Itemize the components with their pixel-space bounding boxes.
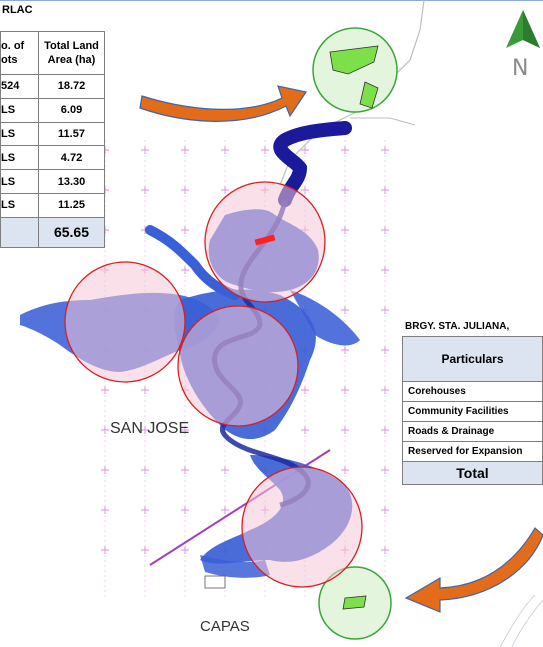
left-col-area-header: Total Land Area (ha)	[38, 31, 105, 75]
topo-line	[499, 594, 536, 647]
particular-label: Community Facilities	[402, 401, 543, 422]
highlight-circle-4	[241, 466, 363, 588]
particular-label: Reserved for Expansion	[402, 441, 543, 462]
row-area: 6.09	[38, 97, 105, 123]
row-area: 13.30	[38, 169, 105, 194]
left-table-row: LS 11.57	[0, 121, 105, 147]
total-lots	[0, 216, 39, 248]
particular-label: Corehouses	[402, 381, 543, 402]
label-san-jose: SAN JOSE	[110, 420, 189, 437]
left-table-row: LS 13.30	[0, 169, 105, 194]
east-arm	[290, 290, 360, 346]
right-table-row: Corehouses	[402, 381, 543, 402]
arrow-bottom	[404, 527, 543, 613]
left-table-row: LS 4.72	[0, 145, 105, 171]
label-capas: CAPAS	[200, 618, 250, 635]
row-area: 4.72	[38, 145, 105, 171]
map-building	[204, 575, 226, 589]
left-land-table: o. of ots Total Land Area (ha) 524 18.72…	[0, 31, 105, 248]
row-lots: LS	[0, 121, 39, 147]
left-table-row: LS 6.09	[0, 97, 105, 123]
left-table-row: 524 18.72	[0, 74, 105, 99]
highlight-circles	[64, 181, 363, 588]
right-col-header: Particulars	[402, 336, 543, 382]
total-area: 65.65	[38, 216, 105, 248]
left-table-title: RLAC	[2, 4, 33, 16]
left-total-row: 65.65	[0, 216, 105, 248]
row-area: 18.72	[38, 74, 105, 99]
right-total-row: Total	[402, 461, 543, 485]
left-table-row: LS 11.25	[0, 192, 105, 218]
compass-letter: N	[512, 56, 528, 81]
row-lots: LS	[0, 192, 39, 218]
highlight-circle-2	[64, 261, 186, 383]
row-lots: LS	[0, 145, 39, 171]
particular-label: Roads & Drainage	[402, 421, 543, 442]
bottom-tail	[200, 555, 270, 578]
top-border-line	[0, 0, 543, 1]
highlight-circle-3	[177, 305, 299, 427]
row-lots: LS	[0, 169, 39, 194]
inset-parcel-top	[329, 45, 379, 75]
inset-parcel-bottom	[342, 595, 367, 610]
right-table-row: Reserved for Expansion	[402, 441, 543, 462]
row-lots: LS	[0, 97, 39, 123]
row-area: 11.57	[38, 121, 105, 147]
inset-parcel-top-2	[359, 81, 379, 109]
row-area: 11.25	[38, 192, 105, 218]
right-table-title: BRGY. STA. JULIANA,	[405, 321, 510, 332]
left-col-lots-header: o. of ots	[0, 31, 39, 75]
red-marker	[254, 234, 276, 246]
road-line-2	[350, 117, 416, 126]
upper-river	[273, 121, 352, 207]
right-table-row: Community Facilities	[402, 401, 543, 422]
row-lots: 524	[0, 74, 39, 99]
west-branch	[145, 225, 240, 300]
arrow-top	[139, 85, 307, 122]
right-total-label: Total	[402, 461, 543, 485]
right-table-row: Roads & Drainage	[402, 421, 543, 442]
